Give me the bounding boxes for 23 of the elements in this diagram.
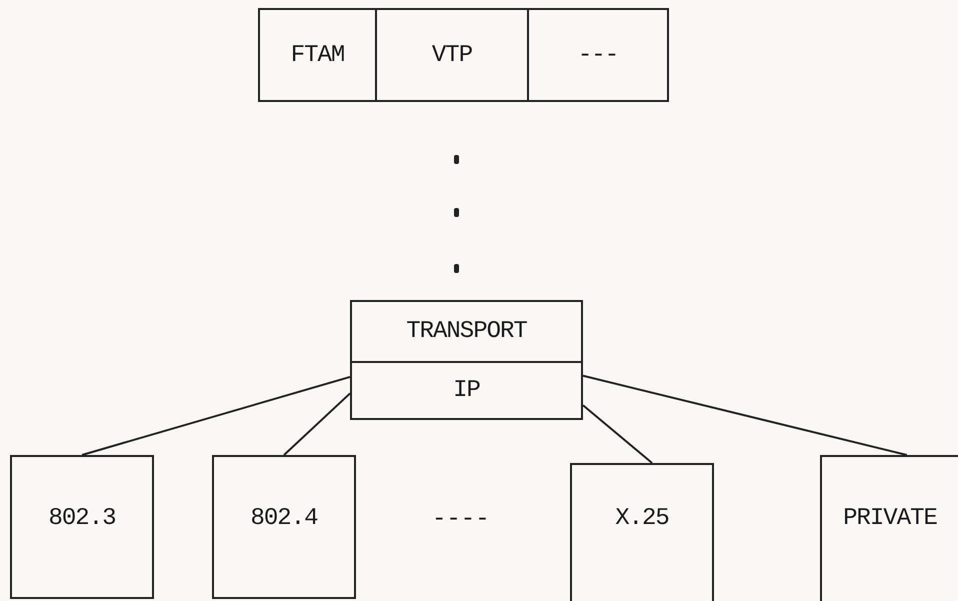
layer-name: IP: [453, 377, 480, 404]
ellipsis-label: ----: [432, 506, 490, 533]
connector-line: [82, 376, 350, 456]
layer-name: TRANSPORT: [406, 318, 527, 345]
layer-box: [350, 361, 583, 420]
layer-box: [258, 8, 377, 102]
layer-box: [527, 8, 669, 102]
layer-box: [820, 455, 958, 601]
connector-line: [582, 404, 653, 464]
layer-name: FTAM: [290, 42, 344, 68]
layer-box: [212, 455, 356, 599]
layer-box: [10, 455, 154, 599]
layer-box: [570, 463, 714, 601]
layer-name: 802.4: [250, 505, 318, 532]
connector-line: [582, 374, 908, 456]
layer-box: [350, 300, 583, 363]
layer-box: [375, 8, 529, 102]
layer-name: 802.3: [48, 505, 116, 532]
layer-name: X.25: [615, 505, 669, 532]
connector-line: [283, 392, 351, 456]
layer-name: VTP: [432, 42, 472, 68]
layer-name: ---: [578, 42, 618, 68]
layer-name: PRIVATE: [843, 505, 937, 532]
